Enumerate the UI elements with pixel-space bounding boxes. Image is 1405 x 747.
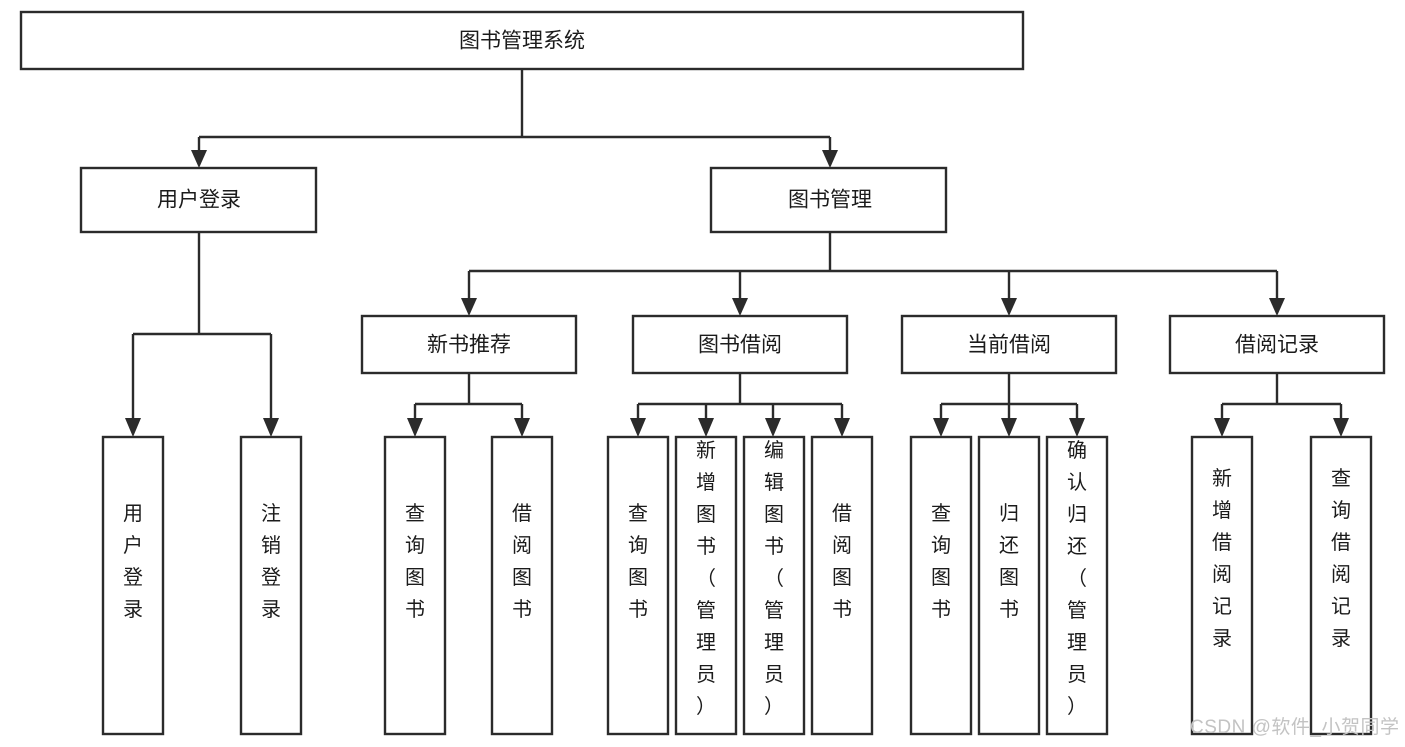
arrow-head-new-book-recommend	[461, 298, 477, 316]
node-leaf-borrow-book-1-label: 借阅图书	[512, 502, 532, 621]
node-root-label: 图书管理系统	[459, 30, 585, 53]
node-leaf-user-login[interactable]: 用户登录	[101, 435, 165, 736]
node-leaf-query-book-3-box[interactable]	[909, 435, 973, 736]
node-borrow-record[interactable]: 借阅记录	[1168, 314, 1386, 375]
csdn-watermark: CSDN @软件_小贺同学	[1190, 716, 1399, 738]
node-book-manage[interactable]: 图书管理	[709, 166, 948, 234]
arrow-head-leaf-query-record	[1333, 418, 1349, 437]
arrow-head-user-login	[191, 150, 207, 168]
node-borrow-record-label: 借阅记录	[1235, 334, 1319, 357]
node-leaf-borrow-book-2-label: 借阅图书	[832, 502, 852, 621]
arrow-head-borrow-record	[1269, 298, 1285, 316]
arrow-head-leaf-logout	[263, 418, 279, 437]
node-new-book-recommend-box[interactable]	[360, 314, 578, 375]
arrow-head-leaf-query-book-2	[630, 418, 646, 437]
node-root-box[interactable]	[19, 10, 1025, 71]
node-leaf-add-book-box[interactable]	[674, 435, 738, 736]
node-leaf-query-book-2-label: 查询图书	[628, 502, 648, 621]
node-current-borrow-box[interactable]	[900, 314, 1118, 375]
arrow-head-current-borrow	[1001, 298, 1017, 316]
node-leaf-add-record[interactable]: 新增借阅记录	[1190, 435, 1254, 736]
node-leaf-return-book-label: 归还图书	[999, 502, 1019, 621]
node-leaf-edit-book[interactable]: 编辑图书（管理员）	[742, 435, 806, 736]
node-borrow-record-box[interactable]	[1168, 314, 1386, 375]
node-leaf-confirm-return[interactable]: 确认归还（管理员）	[1045, 435, 1109, 736]
node-leaf-query-book-3[interactable]: 查询图书	[909, 435, 973, 736]
node-book-borrow-box[interactable]	[631, 314, 849, 375]
node-leaf-query-book-2-box[interactable]	[606, 435, 670, 736]
arrow-head-book-borrow	[732, 298, 748, 316]
node-leaf-edit-book-box[interactable]	[742, 435, 806, 736]
node-leaf-query-book-2[interactable]: 查询图书	[606, 435, 670, 736]
node-leaf-user-login-label: 用户登录	[123, 503, 143, 621]
node-leaf-confirm-return-label: 确认归还（管理员）	[1067, 439, 1087, 718]
node-book-manage-box[interactable]	[709, 166, 948, 234]
node-leaf-add-book-label: 新增图书（管理员）	[696, 439, 716, 718]
arrow-head-leaf-query-book-3	[933, 418, 949, 437]
node-leaf-confirm-return-box[interactable]	[1045, 435, 1109, 736]
node-leaf-logout[interactable]: 注销登录	[239, 435, 303, 736]
node-leaf-query-record-box[interactable]	[1309, 435, 1373, 736]
node-user-login-label: 用户登录	[157, 189, 241, 212]
node-leaf-query-book-1-box[interactable]	[383, 435, 447, 736]
arrow-head-leaf-user-login	[125, 418, 141, 437]
node-leaf-query-book-3-label: 查询图书	[931, 502, 951, 621]
node-leaf-borrow-book-1[interactable]: 借阅图书	[490, 435, 554, 736]
edges-group	[125, 69, 1349, 437]
node-leaf-borrow-book-1-box[interactable]	[490, 435, 554, 736]
node-leaf-query-book-1[interactable]: 查询图书	[383, 435, 447, 736]
arrow-head-leaf-return-book	[1001, 418, 1017, 437]
arrow-head-leaf-edit-book	[765, 418, 781, 437]
node-leaf-add-record-box[interactable]	[1190, 435, 1254, 736]
node-new-book-recommend-label: 新书推荐	[427, 334, 511, 357]
node-leaf-user-login-box[interactable]	[101, 435, 165, 736]
node-leaf-add-record-label: 新增借阅记录	[1212, 467, 1232, 650]
node-new-book-recommend[interactable]: 新书推荐	[360, 314, 578, 375]
node-leaf-borrow-book-2-box[interactable]	[810, 435, 874, 736]
node-book-borrow[interactable]: 图书借阅	[631, 314, 849, 375]
arrow-head-leaf-confirm-return	[1069, 418, 1085, 437]
arrow-head-leaf-query-book-1	[407, 418, 423, 437]
arrow-head-leaf-borrow-book-1	[514, 418, 530, 437]
node-user-login[interactable]: 用户登录	[79, 166, 318, 234]
node-leaf-add-book[interactable]: 新增图书（管理员）	[674, 435, 738, 736]
node-book-manage-label: 图书管理	[788, 189, 872, 212]
arrow-head-leaf-borrow-book-2	[834, 418, 850, 437]
arrow-head-leaf-add-book	[698, 418, 714, 437]
node-leaf-logout-box[interactable]	[239, 435, 303, 736]
node-leaf-edit-book-label: 编辑图书（管理员）	[764, 439, 784, 718]
arrow-head-book-manage	[822, 150, 838, 168]
node-book-borrow-label: 图书借阅	[698, 334, 782, 357]
node-user-login-box[interactable]	[79, 166, 318, 234]
node-current-borrow[interactable]: 当前借阅	[900, 314, 1118, 375]
node-leaf-query-record[interactable]: 查询借阅记录	[1309, 435, 1373, 736]
arrow-head-leaf-add-record	[1214, 418, 1230, 437]
node-current-borrow-label: 当前借阅	[967, 334, 1051, 357]
node-leaf-query-record-label: 查询借阅记录	[1331, 467, 1351, 650]
node-root[interactable]: 图书管理系统	[19, 10, 1025, 71]
node-leaf-return-book[interactable]: 归还图书	[977, 435, 1041, 736]
node-leaf-logout-label: 注销登录	[261, 502, 281, 621]
node-leaf-return-book-box[interactable]	[977, 435, 1041, 736]
node-leaf-borrow-book-2[interactable]: 借阅图书	[810, 435, 874, 736]
node-leaf-query-book-1-label: 查询图书	[405, 502, 425, 621]
